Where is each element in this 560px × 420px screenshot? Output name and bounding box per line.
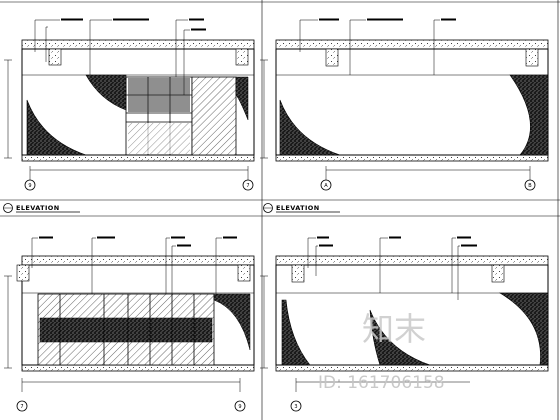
soffit-block-right [525,48,539,67]
svg-text:B: B [528,183,532,189]
soffit-block-left [325,48,339,67]
curve-top-left [85,74,127,111]
leader-labels [319,18,456,21]
axis-marker-left: 7 [16,400,28,412]
leader-lines [307,237,460,300]
axis-marker-left: A [320,179,332,191]
elevation-title-1: ELEVATION [3,203,80,213]
svg-text:A: A [324,183,328,189]
ceiling-slab [275,255,549,266]
svg-text:ELEVATION: ELEVATION [16,204,60,212]
leader-lines [31,237,222,294]
curved-wall-right [509,74,549,156]
leader-labels [39,236,237,247]
ceiling-slab [275,39,549,50]
svg-text:3: 3 [294,404,297,410]
curved-wall-left [26,99,87,156]
watermark: 知末 ID: 161706158 [318,310,445,393]
dimensions [260,59,531,180]
leader-labels [61,18,206,31]
leader-lines [34,19,190,95]
curved-wall-right [498,292,549,366]
floor-slab [21,364,255,372]
door-panel [191,76,237,156]
ceiling-soffit [21,48,255,76]
soffit-block-left [16,264,30,282]
lower-glass [128,123,190,154]
ceiling-soffit [275,264,549,294]
dimensions [4,59,249,180]
svg-text:9: 9 [238,404,241,410]
elevation-panel-3: 7 9 [4,236,255,412]
svg-text:9: 9 [28,183,31,189]
soffit-block-left [291,264,305,283]
axis-marker-left: 9 [24,179,36,191]
axis-marker-right: 9 [234,400,246,412]
floor-slab [275,154,549,162]
soffit-block-right [237,264,251,282]
leader-labels [317,236,477,247]
axis-marker-right: 7 [242,179,254,191]
dimensions [260,275,470,392]
stone-band [39,317,213,343]
elevation-panel-1: 9 7 ELEVATION [3,18,255,213]
ceiling-slab [21,255,255,266]
soffit-block-right [491,264,505,283]
elevation-panel-4: 3 [260,236,549,412]
floor-slab [275,364,549,372]
curved-wall-right [235,76,249,121]
curve-center [369,309,431,366]
leader-lines [299,19,440,75]
ceiling-slab [21,39,255,50]
watermark-id: ID: 161706158 [318,373,445,393]
elevation-panel-2: A B ELEVATION [260,18,549,213]
wall-outline [275,48,549,156]
soffit-block-right [235,48,249,66]
dimensions [4,275,241,392]
watermark-logo: 知末 [362,310,426,348]
soffit-block-left [48,48,62,66]
svg-text:7: 7 [246,183,249,189]
axis-marker-right: B [524,179,536,191]
curved-wall-left [279,99,341,156]
window-glass [128,78,190,112]
elevation-title-2: ELEVATION [263,203,340,213]
svg-text:7: 7 [20,404,23,410]
svg-text:ELEVATION: ELEVATION [276,204,320,212]
curved-wall-right [213,293,251,351]
mullions [59,294,195,365]
ceiling-soffit [21,264,255,294]
ceiling-soffit [275,48,549,76]
floor-slab [21,154,255,162]
curved-wall-left [281,299,311,366]
axis-marker-left: 3 [290,400,302,412]
